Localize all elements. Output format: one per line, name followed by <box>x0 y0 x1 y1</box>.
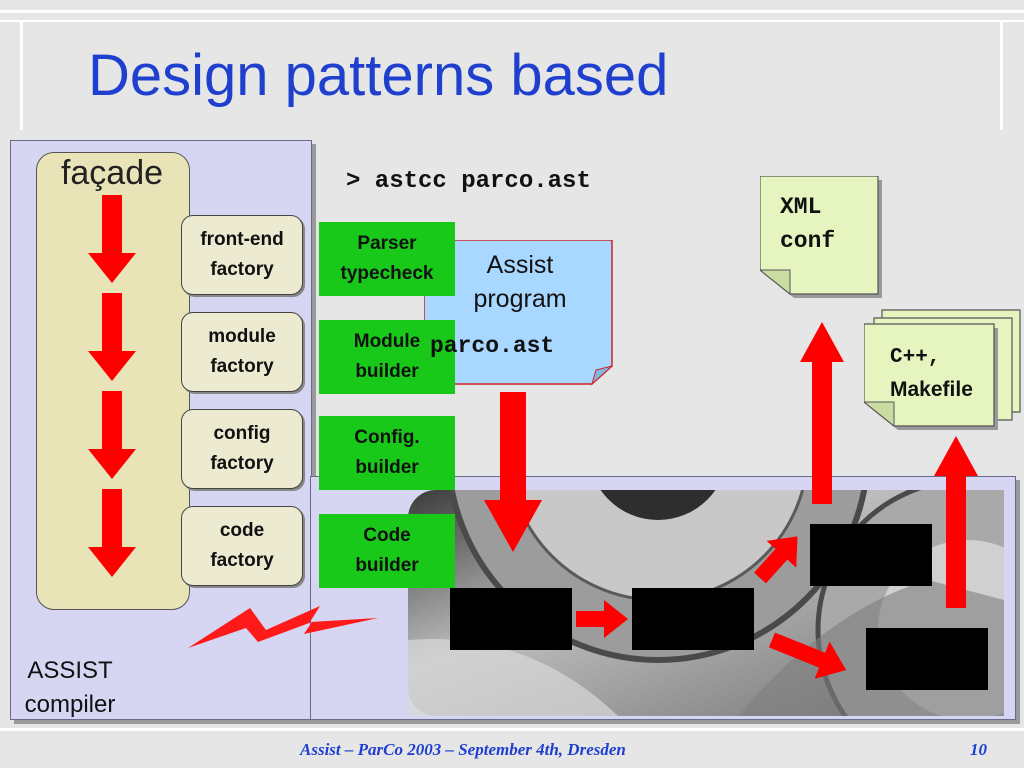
builder-label: typecheck <box>340 263 434 284</box>
factory-label: config <box>213 423 271 444</box>
black-block <box>810 524 932 586</box>
builder-label: Config. <box>354 427 420 448</box>
panel-join <box>311 477 319 717</box>
factory-label: factory <box>210 259 274 280</box>
cpp-makefile-line: Makefile <box>890 378 973 401</box>
builder-parser-typecheck: Parser typecheck <box>319 222 455 296</box>
factory-label: module <box>208 326 276 347</box>
factory-module: module factory <box>181 312 303 392</box>
builder-label: builder <box>355 555 419 576</box>
frame-left-line <box>20 22 23 130</box>
assist-program-label: Assist program <box>440 248 600 316</box>
black-block <box>450 588 572 650</box>
factory-front-end: front-end factory <box>181 215 303 295</box>
facade-arrow-down-icon <box>88 391 136 479</box>
black-block <box>866 628 988 690</box>
builder-config: Config. builder <box>319 416 455 490</box>
builder-label: Code <box>363 525 411 546</box>
command-line: > astcc parco.ast <box>346 168 591 195</box>
slide-footer: Assist – ParCo 2003 – September 4th, Dre… <box>300 740 626 759</box>
facade-label: façade <box>60 154 164 192</box>
xml-conf-label: XML conf <box>780 190 835 258</box>
frame-top-line-2 <box>0 20 1024 22</box>
slide-title: Design patterns based <box>88 43 669 108</box>
assist-compiler-label: ASSIST compiler <box>14 654 126 722</box>
facade-arrow-down-icon <box>88 293 136 381</box>
compiler-label-line: ASSIST <box>27 657 113 684</box>
cpp-makefile-line: C++, <box>890 346 941 369</box>
factory-label: factory <box>210 550 274 571</box>
assist-program-line: Assist <box>486 251 554 279</box>
page-number: 10 <box>970 740 987 759</box>
facade-arrow-down-icon <box>88 195 136 283</box>
factory-label: code <box>219 520 265 541</box>
lightning-bolt-icon <box>188 606 378 648</box>
factory-label: factory <box>210 453 274 474</box>
cpp-makefile-documents <box>864 309 1021 430</box>
assist-program-filename: parco.ast <box>430 333 555 359</box>
assist-program-line: program <box>473 285 567 313</box>
builder-label: Parser <box>357 233 417 254</box>
frame-bottom-line <box>0 728 1024 731</box>
factory-label: factory <box>210 356 274 377</box>
facade-arrows <box>88 195 136 577</box>
cpp-makefile-label: C++, Makefile <box>890 342 973 406</box>
frame-right-line <box>1000 22 1003 130</box>
factory-label: front-end <box>200 229 284 250</box>
assist-program-document <box>424 240 613 386</box>
facade-arrow-down-icon <box>88 489 136 577</box>
builder-label: builder <box>355 457 419 478</box>
builder-label: Module <box>353 331 421 352</box>
builder-label: builder <box>355 361 419 382</box>
builder-module: Module builder <box>319 320 455 394</box>
factory-code: code factory <box>181 506 303 586</box>
factory-config: config factory <box>181 409 303 489</box>
xml-conf-document <box>760 176 882 298</box>
xml-conf-line: XML <box>780 194 822 220</box>
black-block <box>632 588 754 650</box>
builder-code: Code builder <box>319 514 455 588</box>
frame-top-line <box>0 10 1024 13</box>
compiler-label-line: compiler <box>24 691 116 718</box>
xml-conf-line: conf <box>780 228 836 254</box>
